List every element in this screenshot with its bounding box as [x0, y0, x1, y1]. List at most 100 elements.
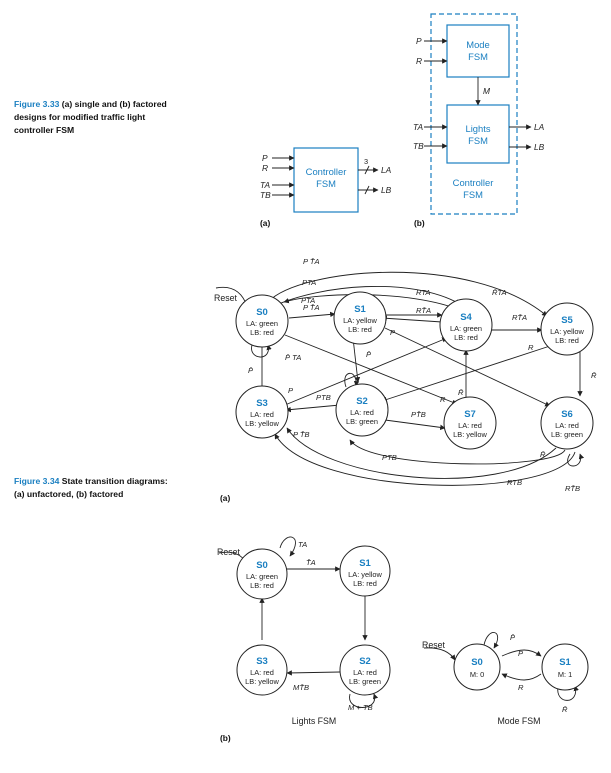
- transition-label: PTB: [382, 453, 397, 462]
- transition-label: P: [288, 386, 294, 395]
- svg-text:LA: red: LA: red: [250, 668, 274, 677]
- transition-label: P T̄B: [293, 430, 310, 439]
- transition-label: PTA: [302, 278, 316, 287]
- transition-label: P̄: [366, 350, 372, 359]
- lights-state-s3: S3 LA: red LB: yellow: [236, 644, 288, 696]
- svg-text:LB: yellow: LB: yellow: [245, 419, 279, 428]
- svg-text:S0: S0: [471, 657, 483, 668]
- reset-label: Reset: [422, 640, 446, 650]
- svg-text:LA: red: LA: red: [555, 421, 579, 430]
- transition-label: R̄: [562, 705, 568, 714]
- sublabel: (b): [414, 218, 425, 228]
- transition-label: R: [440, 395, 446, 404]
- block-label: FSM: [468, 135, 488, 146]
- svg-text:LA: yellow: LA: yellow: [550, 327, 584, 336]
- transition-label: PTA: [301, 296, 315, 305]
- transition-label: R̄: [458, 388, 464, 397]
- transition-label: R̄: [591, 371, 597, 380]
- output-label: LB: [381, 185, 392, 195]
- svg-text:LB: green: LB: green: [346, 417, 378, 426]
- svg-text:LA: green: LA: green: [246, 319, 278, 328]
- svg-text:S2: S2: [359, 656, 371, 667]
- svg-text:LB: green: LB: green: [551, 430, 583, 439]
- lights-state-s0: S0 LA: green LB: red: [236, 548, 288, 600]
- svg-text:LB: red: LB: red: [250, 328, 274, 337]
- transition-label: RTA: [416, 288, 431, 297]
- transition-label: M + TB: [348, 703, 373, 712]
- svg-text:LB: green: LB: green: [349, 677, 381, 686]
- transition-label: T̄A: [306, 558, 316, 567]
- transition-label: R̄: [540, 450, 546, 459]
- svg-text:S1: S1: [359, 558, 371, 569]
- input-label: P: [262, 153, 268, 163]
- link-label: M: [483, 86, 490, 96]
- fig34b-lights: S0 LA: green LB: red S1 LA: yellow LB: r…: [217, 536, 391, 726]
- transition-label: P: [390, 328, 396, 337]
- svg-text:LB: red: LB: red: [555, 336, 579, 345]
- transition-label: P T̄A: [303, 257, 320, 266]
- svg-text:S0: S0: [256, 560, 268, 571]
- block-label: Controller: [306, 166, 347, 177]
- input-label: TA: [413, 122, 423, 132]
- transition-label: PTB: [316, 393, 331, 402]
- transition-label: PT̄B: [411, 410, 426, 419]
- svg-text:LA: red: LA: red: [458, 421, 482, 430]
- svg-text:S5: S5: [561, 315, 573, 326]
- figure-3-33-caption: Figure 3.33 (a) single and (b) factored …: [14, 98, 174, 137]
- input-label: TA: [260, 180, 270, 190]
- block-label: Controller: [453, 177, 494, 188]
- sublabel: (a): [260, 218, 270, 228]
- output-label: LB: [534, 142, 545, 152]
- svg-text:LB: yellow: LB: yellow: [245, 677, 279, 686]
- input-label: R: [416, 56, 422, 66]
- svg-text:LB: red: LB: red: [353, 579, 377, 588]
- fig33b: Mode FSM Lights FSM Controller FSM P R M…: [413, 13, 545, 228]
- svg-text:S1: S1: [354, 304, 366, 315]
- transition-label: RTB: [507, 478, 522, 487]
- block-label: FSM: [316, 178, 336, 189]
- transition-label: RT̄A: [512, 313, 527, 322]
- transition-label: TA: [298, 540, 307, 549]
- fsm-title: Mode FSM: [497, 716, 540, 726]
- figure-label: Figure 3.34: [14, 476, 60, 486]
- transition-label: RT̄A: [416, 306, 431, 315]
- input-label: P: [416, 36, 422, 46]
- svg-text:M: 0: M: 0: [470, 670, 484, 679]
- block-label: Mode: [466, 39, 489, 50]
- svg-text:S6: S6: [561, 409, 573, 420]
- state-s2: S2 LA: red LB: green: [335, 383, 389, 437]
- transition-label: P̄ TA: [285, 353, 301, 362]
- lights-state-s1: S1 LA: yellow LB: red: [339, 545, 391, 597]
- input-label: TB: [413, 141, 424, 151]
- svg-text:LA: red: LA: red: [250, 410, 274, 419]
- lights-state-s2: S2 LA: red LB: green: [339, 644, 391, 696]
- svg-text:M: 1: M: 1: [558, 670, 572, 679]
- bus-width: 3: [364, 157, 368, 166]
- reset-label: Reset: [214, 293, 238, 303]
- state-s0: S0 LA: green LB: red: [235, 294, 289, 348]
- transition-label: R̄TA: [492, 288, 507, 297]
- transition-label: P̄: [248, 366, 254, 375]
- fsm-title: Lights FSM: [292, 716, 337, 726]
- fig34a: S0 LA: green LB: red S1 LA: yellow LB: r…: [214, 257, 597, 503]
- block-label: Lights: [465, 123, 490, 134]
- transition-label: R: [518, 683, 524, 692]
- block-label: FSM: [463, 189, 483, 200]
- mode-state-s1: S1 M: 1: [541, 643, 589, 691]
- state-s7: S7 LA: red LB: yellow: [443, 396, 497, 450]
- svg-text:LA: green: LA: green: [450, 324, 482, 333]
- figure-text: (a) single and (b) factored designs for …: [14, 99, 167, 135]
- controller-block: [293, 147, 359, 213]
- transition-label: P T̄A: [303, 303, 320, 312]
- transition-label: R: [528, 343, 534, 352]
- svg-text:LB: red: LB: red: [454, 333, 478, 342]
- svg-text:S7: S7: [464, 409, 476, 420]
- svg-text:LB: red: LB: red: [250, 581, 274, 590]
- lights-fsm-block: [446, 104, 510, 164]
- svg-text:LA: red: LA: red: [350, 408, 374, 417]
- reset-label: Reset: [217, 547, 241, 557]
- controller-boundary: [430, 13, 518, 215]
- sublabel: (a): [220, 493, 230, 503]
- svg-text:LB: yellow: LB: yellow: [453, 430, 487, 439]
- svg-text:S3: S3: [256, 656, 268, 667]
